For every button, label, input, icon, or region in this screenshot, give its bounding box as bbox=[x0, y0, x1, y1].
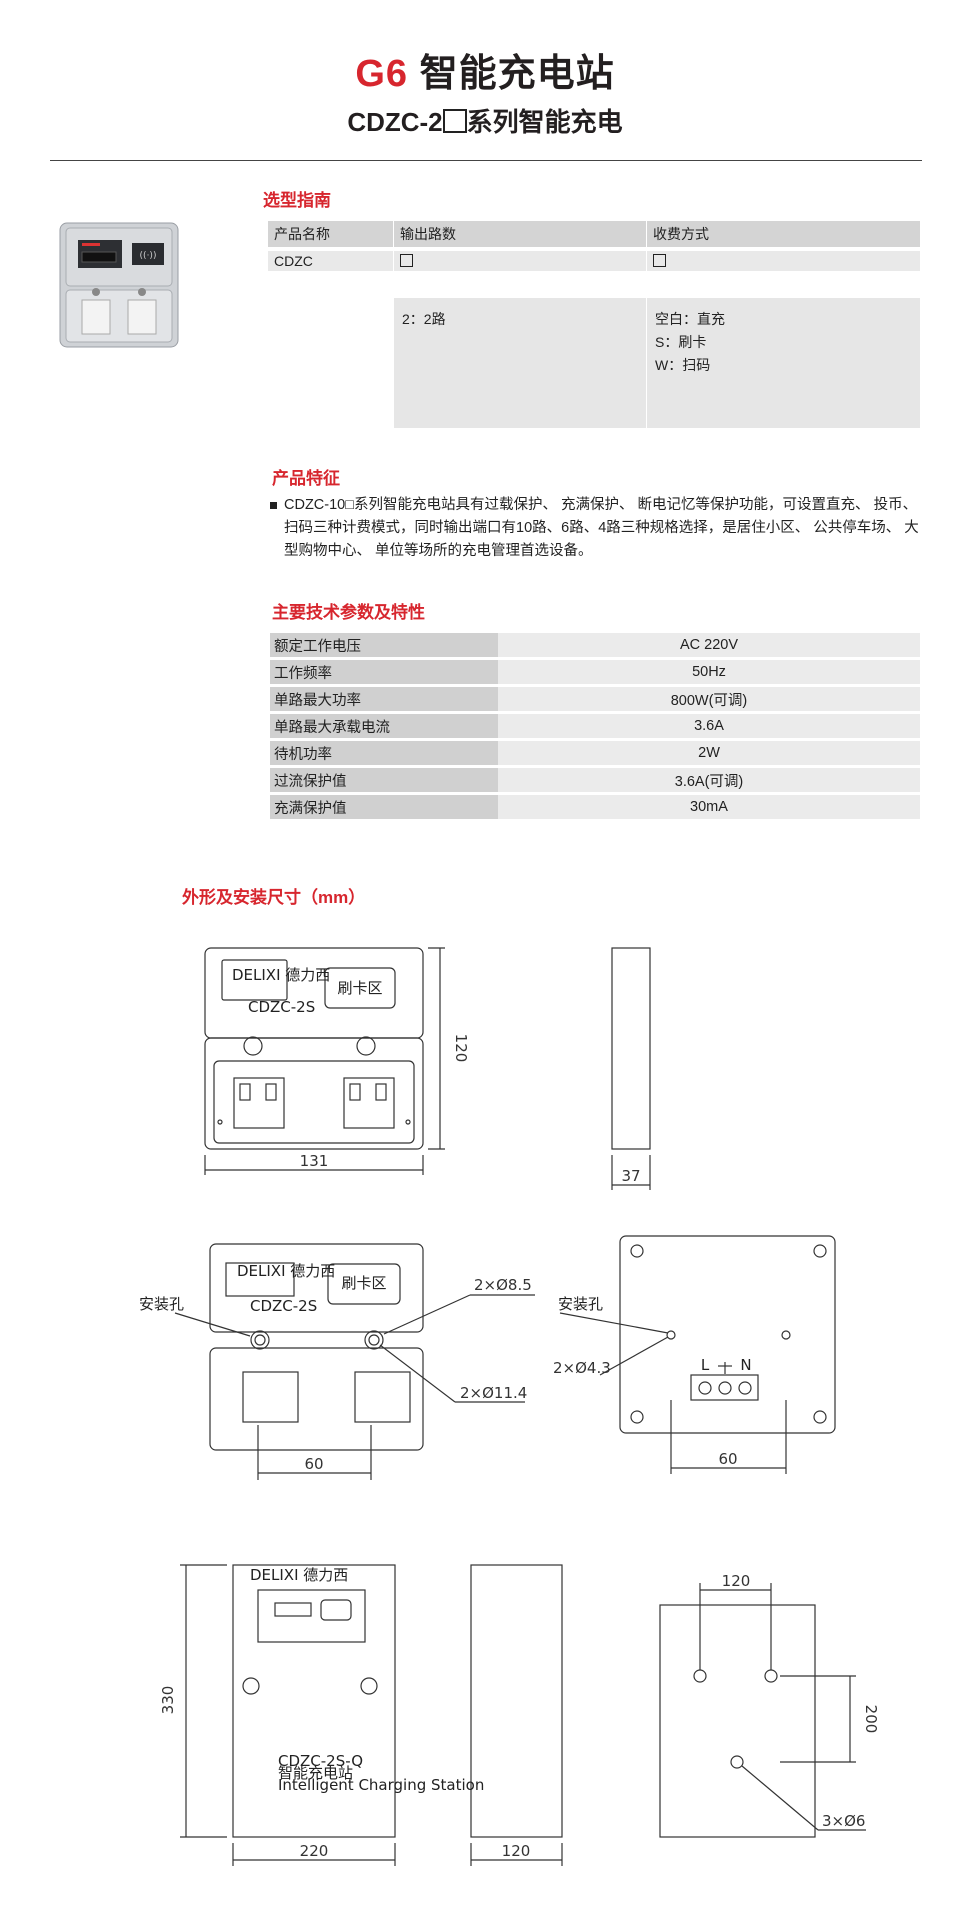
card-zone-label-1: 刷卡区 bbox=[337, 979, 382, 997]
dim-spacing-60-right: 60 bbox=[718, 1450, 737, 1468]
dim-hole-11-4: 2×Ø11.4 bbox=[460, 1384, 527, 1402]
card-zone-label-2: 刷卡区 bbox=[341, 1274, 386, 1292]
device-code-2: CDZC-2S bbox=[250, 1297, 317, 1315]
selection-title: 选型指南 bbox=[263, 191, 331, 210]
dim-depth-37: 37 bbox=[621, 1167, 640, 1185]
features-paragraph: CDZC-10□系列智能充电站具有过载保护、 充满保护、 断电记忆等保护功能，可… bbox=[270, 494, 930, 563]
features-text: CDZC-10□系列智能充电站具有过载保护、 充满保护、 断电记忆等保护功能，可… bbox=[284, 497, 919, 559]
spec-value: 3.6A bbox=[498, 714, 920, 738]
spec-label: 单路最大功率 bbox=[270, 687, 498, 711]
dim-pitch-120: 120 bbox=[722, 1572, 751, 1590]
terminal-l: L bbox=[701, 1356, 710, 1374]
charge-square-icon bbox=[653, 254, 666, 267]
spec-value: 3.6A(可调) bbox=[498, 768, 920, 792]
brand-label-3: DELIXI 德力西 bbox=[250, 1566, 348, 1584]
charge-option-direct: 空白：直充 bbox=[655, 311, 725, 327]
page-title: G6 智能充电站 bbox=[0, 42, 970, 97]
device-code-1: CDZC-2S bbox=[248, 998, 315, 1016]
selection-header-charge: 收费方式 bbox=[647, 221, 920, 247]
subtitle-suffix: 系列智能充电 bbox=[466, 107, 623, 137]
dim-hole-8-5: 2×Ø8.5 bbox=[474, 1276, 532, 1294]
title-text: 智能充电站 bbox=[419, 53, 615, 95]
subtitle-prefix: CDZC-2 bbox=[347, 107, 443, 137]
spec-value: 30mA bbox=[498, 795, 920, 819]
spec-label: 额定工作电压 bbox=[270, 633, 498, 657]
dim-hole-4-3: 2×Ø4.3 bbox=[553, 1359, 611, 1377]
spec-value: 2W bbox=[498, 741, 920, 765]
spec-value: 800W(可调) bbox=[498, 687, 920, 711]
spec-value: 50Hz bbox=[498, 660, 920, 684]
side-view-drawing bbox=[611, 947, 651, 1190]
front-view-drawing bbox=[204, 947, 445, 1175]
mount-hole-label-right: 安装孔 bbox=[558, 1295, 603, 1313]
dim-hole-6: 3×Ø6 bbox=[822, 1812, 865, 1830]
charge-option-card: S：刷卡 bbox=[655, 334, 707, 350]
dim-width-131: 131 bbox=[300, 1152, 329, 1170]
dim-depth-120: 120 bbox=[502, 1842, 531, 1860]
header-divider bbox=[50, 160, 922, 161]
selection-charge-box bbox=[647, 251, 920, 271]
blank-square-icon bbox=[442, 109, 467, 133]
outputs-square-icon bbox=[400, 254, 413, 267]
large-back-drawing bbox=[659, 1583, 866, 1838]
dim-pitch-200: 200 bbox=[862, 1705, 880, 1734]
charge-options: 空白：直充 S：刷卡 W：扫码 bbox=[647, 298, 920, 428]
brand-label-2: DELIXI 德力西 bbox=[237, 1262, 335, 1280]
spec-label: 充满保护值 bbox=[270, 795, 498, 819]
mounting-back-drawing bbox=[559, 1235, 836, 1474]
large-device-name-en: Intelligent Charging Station bbox=[278, 1776, 484, 1794]
selection-header-name: 产品名称 bbox=[268, 221, 393, 247]
selection-header-outputs: 输出路数 bbox=[394, 221, 646, 247]
large-front-drawing bbox=[180, 1564, 396, 1866]
large-device-name: 智能充电站 bbox=[278, 1764, 353, 1782]
selection-product-name: CDZC bbox=[268, 251, 393, 271]
mount-hole-label-left: 安装孔 bbox=[139, 1295, 184, 1313]
large-side-drawing bbox=[470, 1564, 563, 1866]
bullet-icon bbox=[270, 502, 277, 509]
mounting-front-drawing bbox=[174, 1243, 535, 1480]
spec-label: 工作频率 bbox=[270, 660, 498, 684]
spec-value: AC 220V bbox=[498, 633, 920, 657]
spec-label: 待机功率 bbox=[270, 741, 498, 765]
spec-label: 过流保护值 bbox=[270, 768, 498, 792]
selection-outputs-box bbox=[394, 251, 646, 271]
model-code: G6 bbox=[355, 53, 409, 95]
features-title: 产品特征 bbox=[272, 469, 340, 488]
brand-label-1: DELIXI 德力西 bbox=[232, 966, 330, 984]
large-device-code: CDZC-2S-Q bbox=[278, 1752, 363, 1770]
outputs-option: 2：2路 bbox=[402, 311, 446, 327]
charge-option-scan: W：扫码 bbox=[655, 357, 711, 373]
terminal-n: N bbox=[740, 1356, 751, 1374]
dim-width-220: 220 bbox=[300, 1842, 329, 1860]
page-subtitle: CDZC-2 系列智能充电 bbox=[0, 102, 970, 139]
dim-height-330: 330 bbox=[159, 1686, 177, 1715]
spec-label: 单路最大承载电流 bbox=[270, 714, 498, 738]
outputs-options: 2：2路 bbox=[394, 298, 646, 428]
dimensions-title: 外形及安装尺寸（mm） bbox=[182, 888, 366, 907]
specs-title: 主要技术参数及特性 bbox=[272, 603, 425, 622]
dim-height-120: 120 bbox=[452, 1034, 470, 1063]
dim-spacing-60-left: 60 bbox=[304, 1455, 323, 1473]
